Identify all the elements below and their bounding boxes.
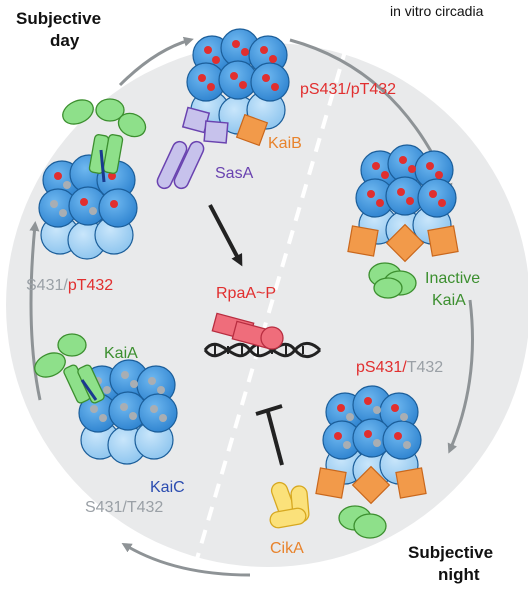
subjective-day-label-line1: Subjective xyxy=(16,9,101,28)
kaib-label: KaiB xyxy=(268,135,302,152)
kaia-protein-bottom-left xyxy=(34,333,105,404)
kaic-hexamer-bottom-left xyxy=(34,333,178,465)
kaib-protein-top xyxy=(235,113,269,147)
inhibition-symbol xyxy=(255,404,284,466)
kaia-label: KaiA xyxy=(104,345,138,362)
cycle-arrow-top xyxy=(118,36,194,87)
phospho-label-top-right: pS431/pT432 xyxy=(300,81,396,98)
phospho-left-s: S431/ xyxy=(26,277,68,294)
cika-label: CikA xyxy=(270,540,304,557)
kaic-hexamer-bottom-right xyxy=(269,385,427,539)
phospho-left-t: pT432 xyxy=(68,277,113,294)
phospho-label-right: pS431/T432 xyxy=(356,359,443,376)
inactive-kaia-label-line1: Inactive xyxy=(425,270,480,287)
phospho-right-t: T432 xyxy=(407,359,444,376)
cycle-arrow-bottom xyxy=(121,542,251,577)
cycle-arrow-left xyxy=(29,221,42,401)
day-night-divider xyxy=(183,0,362,600)
kaic-hexamer-left xyxy=(38,98,147,260)
sasa-protein xyxy=(156,106,229,190)
cycle-arrow-right xyxy=(447,299,474,454)
inactive-kaia-protein xyxy=(368,262,417,299)
sasa-label: SasA xyxy=(215,165,254,182)
in-vitro-label: in vitro circadia xyxy=(390,3,484,19)
subjective-night-label-line2: night xyxy=(438,565,480,584)
subjective-night-label-line1: Subjective xyxy=(408,543,493,562)
activation-arrow xyxy=(208,204,243,267)
kaib-protein-right xyxy=(347,223,459,263)
kaic-label: KaiC xyxy=(150,479,185,496)
cika-protein xyxy=(269,481,310,529)
phospho-label-left: S431/pT432 xyxy=(26,277,113,294)
kaia-protein-day xyxy=(62,98,147,174)
inactive-kaia-label-line2: KaiA xyxy=(432,292,466,309)
rpaa-protein xyxy=(211,312,284,350)
kaic-hexamer-right xyxy=(347,144,459,299)
phospho-right-s: pS431/ xyxy=(356,359,407,376)
phospho-label-bottom-left: S431/T432 xyxy=(85,499,163,516)
subjective-day-label-line2: day xyxy=(50,31,80,50)
rpaa-label: RpaA~P xyxy=(216,285,276,302)
